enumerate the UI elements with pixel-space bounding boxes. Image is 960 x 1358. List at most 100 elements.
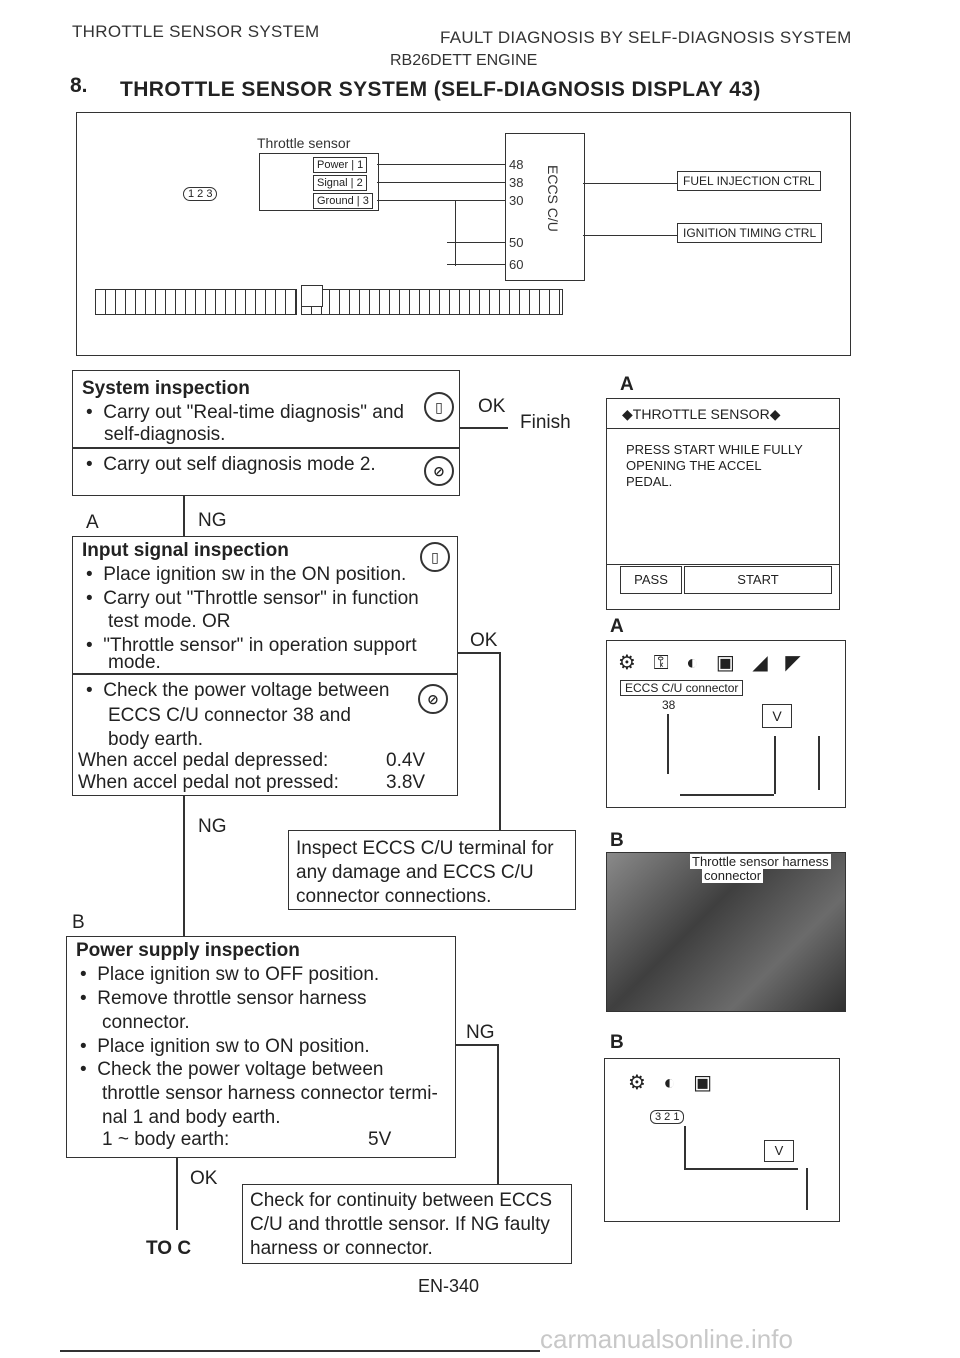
ng1-label: NG (198, 508, 227, 533)
panel-b1-label: B (610, 828, 624, 853)
pass-button[interactable]: PASS (620, 566, 682, 594)
no-tool-icon: ⊘ (424, 456, 454, 486)
probe-ground-2 (806, 1168, 808, 1210)
ok1-line (460, 427, 508, 429)
ng3-label: NG (466, 1020, 495, 1045)
not-pressed-value: 3.8V (386, 770, 425, 795)
terminal-38-label: 38 (662, 698, 675, 712)
label-a: A (86, 510, 99, 535)
power-bullet-2b: connector. (102, 1010, 190, 1035)
ng1-line (183, 496, 185, 536)
power-title: Power supply inspection (76, 938, 300, 963)
probe-lead-2 (684, 1126, 686, 1170)
check-bullet-b: ECCS C/U connector 38 and (108, 703, 351, 728)
section-title: THROTTLE SENSOR SYSTEM (SELF-DIAGNOSIS D… (120, 78, 761, 102)
probe-wire-up (774, 736, 776, 794)
sensor-title: Throttle sensor (257, 135, 350, 151)
power-bullet-1: • Place ignition sw to OFF position. (80, 962, 379, 987)
ecu-label: ECCS C/U (545, 165, 561, 232)
screen-line-1: PRESS START WHILE FULLY (626, 442, 803, 457)
panel-b2-label: B (610, 1030, 624, 1055)
ok2-line-v (499, 652, 501, 830)
system-bullet-1b: self-diagnosis. (104, 422, 225, 447)
not-pressed-label: When accel pedal not pressed: (78, 770, 339, 795)
footer-rule (60, 1350, 540, 1352)
ok2-label: OK (470, 628, 497, 653)
start-button[interactable]: START (684, 566, 832, 594)
power-bullet-2: • Remove throttle sensor harness (80, 986, 367, 1011)
ok3-line (176, 1158, 178, 1230)
ng2-line (183, 796, 185, 936)
photo-caption-2: connector (702, 868, 763, 883)
probe-wire-bottom (680, 794, 774, 796)
ecu-pin-strip-left (95, 289, 297, 315)
power-bullet-3: • Place ignition sw to ON position. (80, 1034, 370, 1059)
tool-icons-row-2: ⚙ ◐ ▣ (628, 1070, 718, 1095)
system-title: System inspection (82, 376, 250, 401)
no-tool-icon-2: ⊘ (418, 684, 448, 714)
wire-38 (377, 182, 505, 183)
probe-lead-left (667, 714, 669, 774)
continuity-line-2: C/U and throttle sensor. If NG faulty (250, 1212, 550, 1237)
harness-connector-icon: 3 2 1 (650, 1110, 684, 1124)
header-right: FAULT DIAGNOSIS BY SELF-DIAGNOSIS SYSTEM (440, 28, 852, 48)
pin-signal: Signal | 2 (313, 175, 367, 191)
power-row-value: 5V (368, 1127, 391, 1152)
input-bullet-3b: mode. (108, 650, 161, 675)
wire-fuel (583, 183, 677, 184)
wire-30 (377, 200, 505, 201)
engine-label: RB26DETT ENGINE (390, 52, 537, 70)
panel-a2-label: A (610, 614, 624, 639)
wire-50 (447, 242, 505, 243)
voltmeter-icon-2: V (764, 1140, 794, 1162)
power-bullet-4: • Check the power voltage between (80, 1057, 383, 1082)
wiring-diagram: Throttle sensor Power | 1 Signal | 2 Gro… (76, 112, 851, 356)
inspect-line-3: connector connections. (296, 884, 491, 909)
ignition-timing-ctrl: IGNITION TIMING CTRL (677, 223, 822, 243)
consult-icon: ▯ (424, 392, 454, 422)
screen-divider-2 (606, 564, 840, 565)
probe-wire-2 (686, 1168, 798, 1170)
input-title: Input signal inspection (82, 538, 289, 563)
power-bullet-4b: throttle sensor harness connector termi- (102, 1081, 438, 1106)
pin-power: Power | 1 (313, 157, 367, 173)
panel-a1-label: A (620, 372, 634, 397)
sensor-connector-icon: 1 2 3 (183, 187, 217, 201)
check-bullet: • Check the power voltage between (86, 678, 389, 703)
screen-line-2: OPENING THE ACCEL (626, 458, 762, 473)
voltmeter-icon: V (762, 704, 792, 728)
section-number: 8. (70, 74, 88, 98)
photo-caption-1: Throttle sensor harness (690, 854, 831, 869)
ng2-label: NG (198, 814, 227, 839)
inspect-line-2: any damage and ECCS C/U (296, 860, 534, 885)
tool-icons-row: ⚙ ⚿ ◐ ▣ ◢ ◤ (618, 650, 807, 675)
finish-label: Finish (520, 410, 571, 435)
header-left: THROTTLE SENSOR SYSTEM (72, 22, 319, 42)
ecu-connector-lock (301, 285, 323, 307)
consult-icon-2: ▯ (420, 542, 450, 572)
continuity-line-1: Check for continuity between ECCS (250, 1188, 552, 1213)
ecu-pin-strip-right (329, 289, 563, 315)
system-bullet-2: • Carry out self diagnosis mode 2. (86, 452, 376, 477)
pin-ground: Ground | 3 (313, 193, 373, 209)
input-bullet-2: • Carry out "Throttle sensor" in functio… (86, 586, 419, 611)
fuel-injection-ctrl: FUEL INJECTION CTRL (677, 171, 821, 191)
to-c-label: TO C (146, 1236, 191, 1261)
probe-lead-right (818, 736, 820, 790)
inspect-line-1: Inspect ECCS C/U terminal for (296, 836, 554, 861)
wire-60 (447, 264, 505, 265)
input-bullet-2b: test mode. OR (108, 609, 231, 634)
ecu-connector-label: ECCS C/U connector (620, 680, 743, 696)
page-number: EN-340 (418, 1276, 479, 1297)
ok1-label: OK (478, 394, 505, 419)
screen-divider (606, 428, 840, 429)
label-b: B (72, 910, 85, 935)
wire-ground (455, 200, 456, 266)
ok3-label: OK (190, 1166, 217, 1191)
ng3-line-v (497, 1044, 499, 1184)
screen-title: ◆THROTTLE SENSOR◆ (622, 406, 780, 423)
power-row-label: 1 ~ body earth: (102, 1127, 229, 1152)
wire-ign (583, 235, 677, 236)
watermark: carmanualsonline.info (540, 1324, 793, 1355)
wire-48 (377, 164, 505, 165)
